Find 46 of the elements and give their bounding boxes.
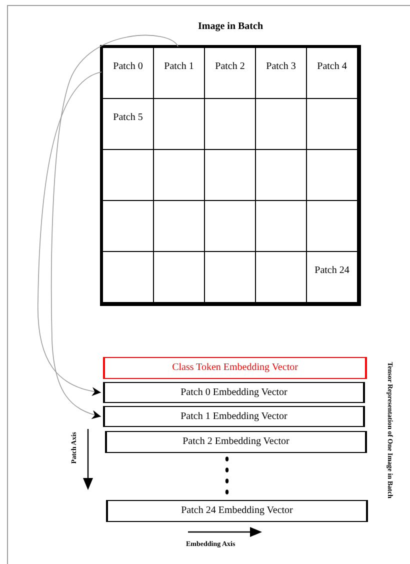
patch-label: Patch 4 — [317, 62, 347, 72]
patch-label: Patch 24 — [314, 266, 350, 276]
vector-label: Patch 24 Embedding Vector — [181, 506, 293, 516]
patch-cell — [307, 48, 358, 99]
empty-cell — [154, 150, 205, 201]
empty-cell — [154, 252, 205, 303]
empty-cell — [256, 150, 307, 201]
embedding-vector — [106, 500, 368, 522]
embedding-vector — [103, 382, 365, 403]
embedding-vector — [103, 406, 365, 427]
empty-cell — [205, 201, 256, 252]
curved-arrow — [38, 72, 102, 396]
empty-cell — [103, 252, 154, 303]
patch-label: Patch 2 — [215, 62, 245, 72]
empty-cell — [256, 201, 307, 252]
empty-cell — [103, 150, 154, 201]
patch-cell — [205, 48, 256, 99]
patch-cell — [256, 48, 307, 99]
vector-label: Patch 0 Embedding Vector — [180, 388, 288, 398]
class-token-vector — [103, 357, 367, 379]
empty-cell — [205, 150, 256, 201]
empty-cell — [256, 252, 307, 303]
vector-label: Patch 1 Embedding Vector — [180, 412, 288, 422]
empty-cell — [307, 150, 358, 201]
vector-label: Patch 2 Embedding Vector — [182, 437, 290, 447]
empty-cell — [154, 99, 205, 150]
curved-arrow — [51, 35, 178, 419]
empty-cell — [103, 201, 154, 252]
empty-cell — [154, 201, 205, 252]
patch-label: Patch 0 — [113, 62, 143, 72]
empty-cell — [307, 201, 358, 252]
grid-title: Image in Batch — [197, 22, 264, 32]
patch-label: Patch 1 — [164, 62, 194, 72]
empty-cell — [256, 99, 307, 150]
empty-cell — [205, 252, 256, 303]
patch-cell — [103, 48, 154, 99]
image-grid — [100, 45, 361, 306]
vector-label: Class Token Embedding Vector — [172, 363, 298, 373]
patch-label: Patch 3 — [266, 62, 296, 72]
patch-cell — [307, 252, 358, 303]
empty-cell — [307, 99, 358, 150]
patch-label: Patch 5 — [113, 113, 143, 123]
patch-cell — [103, 99, 154, 150]
empty-cell — [205, 99, 256, 150]
patch-cell — [154, 48, 205, 99]
embedding-vector — [105, 431, 367, 453]
